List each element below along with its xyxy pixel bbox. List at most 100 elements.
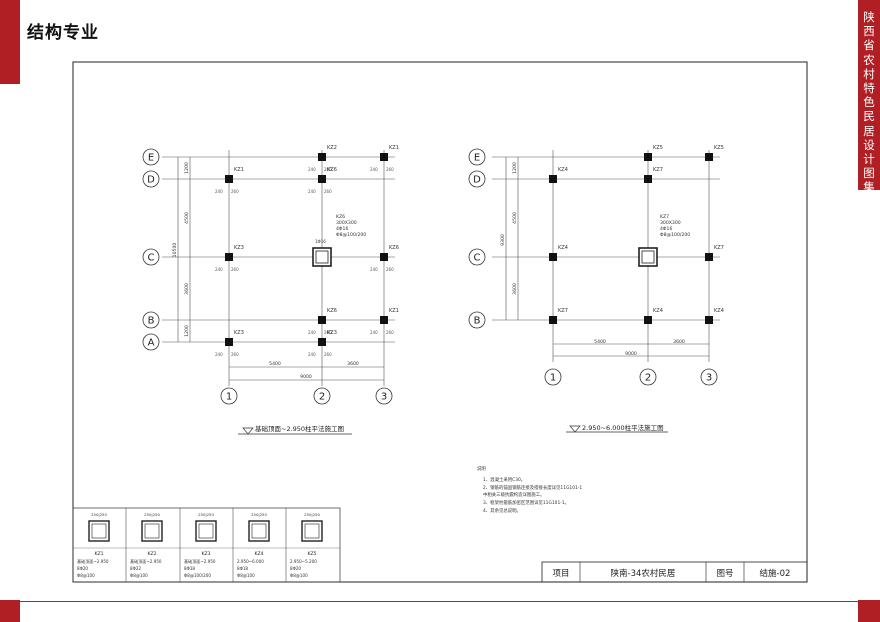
vertical-title-char: 农 [863,52,875,67]
vertical-title-char: 集 [863,180,875,195]
column-dim: 240 [370,330,378,335]
vertical-title-char: 省 [863,38,875,53]
right-title-bar: 陕西省农村特色民居设计图集 [858,0,880,194]
column-label: KZ4 [558,245,568,251]
svg-text:基础顶面~2.950柱平法施工图: 基础顶面~2.950柱平法施工图 [255,424,344,433]
axis-row-a [142,333,160,351]
dim-v: 4500 [184,212,190,224]
dim-h-total: 9000 [625,351,637,357]
schedule-main: 8Φ18 [237,566,248,571]
dim-v: 1200 [512,162,518,174]
schedule-elev: 基础顶面~2.950 [77,558,109,564]
vertical-title-char: 特 [863,81,875,96]
column-mark [380,153,388,161]
column-dim: 240 [308,167,316,172]
dim-v: 3600 [184,283,190,295]
title-block: 项目 陕南-34农村民居 图号 结施-02 [541,561,808,583]
column-dim: 240 [215,352,223,357]
plan-1-title: 基础顶面~2.950柱平法施工图 [238,424,352,435]
column-label: KZ3 [234,245,244,251]
schedule-section [301,520,323,542]
dim-h: 5400 [594,339,606,345]
axis-row-b [142,311,160,329]
schedule-elev: 2.950~6.000 [237,559,264,564]
column-label: KZ7 [714,245,724,251]
schedule-dim: 250|250 [91,512,107,517]
column-label: KZ3 [327,330,337,336]
detail-text: KZ7 [660,214,669,220]
dim-h: 3600 [347,361,359,367]
vertical-title-char: 计 [863,152,875,167]
axis-row-c-label: C [148,253,155,264]
column-dim: 260 [231,189,239,194]
column-mark [705,316,713,324]
column-mark [705,153,713,161]
column-dim: 260 [386,167,394,172]
column-dim: 260 [324,352,332,357]
axis-col-3-label: 3 [381,392,387,403]
axis-row-a-label: A [148,338,155,349]
axis-col-2 [313,387,331,405]
column-label: KZ5 [653,145,663,151]
schedule-section [195,520,217,542]
axis-row-e-label: E [474,153,480,164]
schedule-dim: 250|250 [198,512,214,517]
page-title: 结构专业 [27,23,99,43]
column-label: KZ2 [327,145,337,151]
detail-bar: 1Φ16 [315,239,326,244]
column-mark [225,175,233,183]
column-label: KZ4 [558,167,568,173]
axis-row-c [468,248,486,266]
column-mark [549,253,557,261]
left-accent-bar-bottom [0,600,20,622]
axis-row-b-label: B [148,316,155,327]
column-dim: 240 [308,352,316,357]
column-schedule-table [72,507,341,583]
svg-text:说明: 说明 [477,465,486,472]
detail-text: 300X300 [336,220,357,226]
vertical-title-char: 色 [863,95,875,110]
schedule-dim: 250|250 [144,512,160,517]
left-accent-bar [0,0,20,84]
design-notes: 说明 1、混凝土采用C30。 2、钢筋的锚固钢筋连接及搭接长度详见11G101-… [477,465,582,514]
axis-row-d [468,170,486,188]
dim-v: 3600 [512,283,518,295]
dim-v: 1200 [184,162,190,174]
column-section-detail [312,247,332,267]
schedule-section [248,520,270,542]
svg-text:2、钢筋的锚固钢筋连接及搭接长度详见11G101-1: 2、钢筋的锚固钢筋连接及搭接长度详见11G101-1 [483,484,582,491]
schedule-section [88,520,110,542]
schedule-stirrup-spec: Φ8@100 [237,573,255,578]
schedule-stirrup-spec: Φ8@100/200 [184,573,211,578]
column-mark [225,338,233,346]
axis-col-3 [700,368,718,386]
detail-text: 300X300 [660,220,681,226]
axis-col-1-label: 1 [550,373,556,384]
vertical-series-title: 陕西省农村特色民居设计图集 [858,10,880,195]
vertical-title-char: 陕 [863,10,875,24]
axis-col-2-label: 2 [645,373,651,384]
schedule-elev: 基础顶面~2.950 [130,558,162,564]
dim-v: 1200 [184,325,190,337]
column-label: KZ3 [234,330,244,336]
schedule-name: KZ3 [201,551,210,557]
column-stirrup [641,250,655,264]
drawing-number: 结施-02 [760,568,791,579]
svg-text:中相关三级抗震构造详图施工。: 中相关三级抗震构造详图施工。 [483,491,544,498]
vertical-title-char: 村 [863,66,875,81]
schedule-stirrup [251,523,267,539]
column-label: KZ1 [389,308,399,314]
vertical-title-char: 西 [863,24,875,39]
column-mark [318,338,326,346]
detail-text: Φ8@100/200 [336,232,366,238]
svg-text:1、混凝土采用C30。: 1、混凝土采用C30。 [483,476,525,483]
column-label: KZ5 [714,145,724,151]
column-label: KZ1 [389,145,399,151]
column-mark [549,316,557,324]
column-dim: 260 [231,267,239,272]
column-mark [318,175,326,183]
axis-col-1 [544,368,562,386]
project-label: 项目 [552,569,569,579]
plan-2-title: 2.950~6.000柱平法施工图 [566,423,668,433]
